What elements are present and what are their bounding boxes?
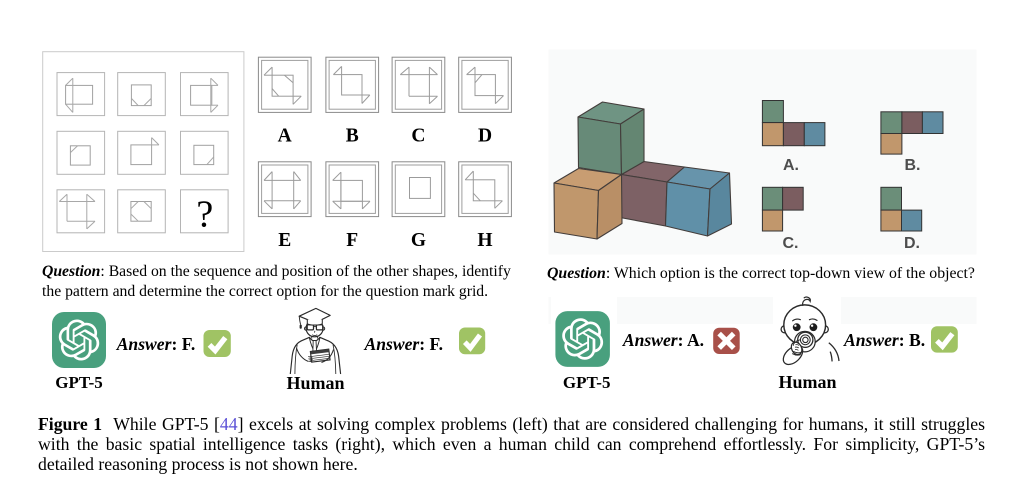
- svg-text:B.: B.: [905, 157, 921, 174]
- svg-text:D: D: [478, 126, 492, 147]
- svg-text:GPT-5: GPT-5: [563, 373, 611, 392]
- svg-text:?: ?: [196, 193, 213, 235]
- svg-text:C: C: [411, 126, 425, 147]
- svg-text:D.: D.: [904, 235, 920, 252]
- svg-text:GPT-5: GPT-5: [55, 373, 103, 392]
- svg-text:A.: A.: [783, 157, 799, 174]
- svg-text:Human: Human: [286, 373, 344, 393]
- svg-text:Human: Human: [778, 372, 836, 392]
- svg-text:C.: C.: [783, 235, 799, 252]
- svg-text:E: E: [278, 230, 291, 251]
- svg-text:B: B: [346, 126, 359, 147]
- svg-text:G: G: [411, 230, 426, 251]
- svg-text:A: A: [278, 126, 292, 147]
- svg-text:F: F: [346, 230, 358, 251]
- svg-text:H: H: [477, 230, 492, 251]
